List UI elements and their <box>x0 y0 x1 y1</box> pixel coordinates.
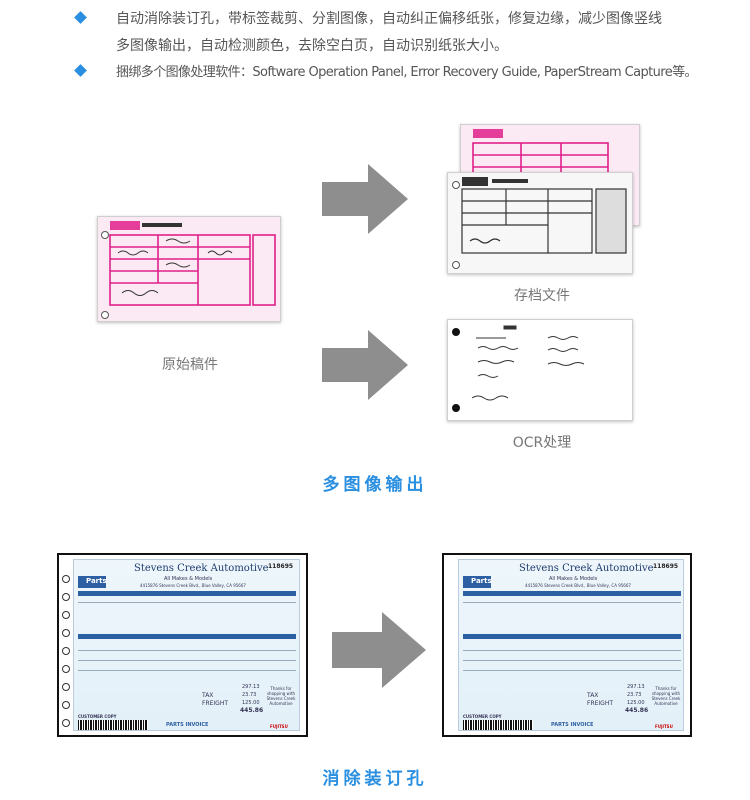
invoice-footer-center: PARTS INVOICE <box>551 722 594 728</box>
punch-hole-icon <box>62 647 70 655</box>
pink-form-graphic <box>109 221 276 306</box>
invoice-tax-label: TAX <box>587 692 599 699</box>
punch-hole-icon <box>62 683 70 691</box>
invoice-thanks: Thanks for shopping with Stevens Creek A… <box>651 686 681 706</box>
punch-hole-icon <box>452 261 460 269</box>
invoice-freight-label: FREIGHT <box>202 700 229 707</box>
invoice-total-1: 297.13 <box>242 684 260 690</box>
archive-grayscale-image <box>447 172 633 274</box>
archive-file-label: 存档文件 <box>514 288 570 304</box>
invoice-body: Parts Stevens Creek Automotive All Makes… <box>458 559 684 731</box>
invoice-freight-label: FREIGHT <box>587 700 614 707</box>
invoice-total-2: 23.73 <box>627 692 642 698</box>
fujitsu-logo: FUJITSU <box>270 724 288 729</box>
invoice-total-3: 125.00 <box>242 700 260 706</box>
invoice-thanks: Thanks for shopping with Stevens Creek A… <box>266 686 296 706</box>
barcode-icon <box>463 720 533 730</box>
bullet-2-line-1: 捆绑多个图像处理软件：Software Operation Panel, Err… <box>116 65 698 80</box>
invoice-rule <box>78 670 296 671</box>
punch-hole-icon <box>452 404 460 412</box>
punch-hole-icon <box>62 593 70 601</box>
invoice-footer-center: PARTS INVOICE <box>166 722 209 728</box>
punch-hole-icon <box>101 311 109 319</box>
invoice-rule <box>78 660 296 661</box>
invoice-total-4: 445.86 <box>625 707 649 714</box>
parts-logo <box>463 576 491 588</box>
invoice-total-3: 125.00 <box>627 700 645 706</box>
invoice-company: Stevens Creek Automotive <box>519 563 654 574</box>
ocr-text-graphic <box>471 325 585 401</box>
right-arrow-icon <box>322 164 408 234</box>
invoice-footer-left: CUSTOMER COPY <box>463 714 502 719</box>
original-document-label: 原始稿件 <box>162 357 218 373</box>
right-arrow-icon <box>332 612 426 688</box>
punch-hole-removal-title: 消除装订孔 <box>322 769 428 789</box>
invoice-header-bar <box>463 634 681 639</box>
right-arrow-icon <box>322 330 408 400</box>
invoice-total-4: 445.86 <box>240 707 264 714</box>
invoice-total-1: 297.13 <box>627 684 645 690</box>
invoice-subtitle: All Makes & Models <box>549 576 598 582</box>
punch-hole-icon <box>62 629 70 637</box>
bullet-1-line-1: 自动消除装订孔，带标签裁剪、分割图像，自动纠正偏移纸张，修复边缘，减少图像竖线 <box>116 11 662 27</box>
invoice-number: 118695 <box>653 563 679 570</box>
fujitsu-logo: FUJITSU <box>655 724 673 729</box>
punch-hole-icon <box>452 181 460 189</box>
punch-hole-icon <box>62 575 70 583</box>
punch-hole-icon <box>62 611 70 619</box>
bullet-1-line-2: 多图像输出，自动检测颜色，去除空白页，自动识别纸张大小。 <box>116 38 508 54</box>
invoice-subtitle: All Makes & Models <box>164 576 213 582</box>
original-document-image <box>97 216 281 322</box>
barcode-icon <box>78 720 148 730</box>
invoice-before-image: Parts Stevens Creek Automotive All Makes… <box>57 553 308 737</box>
invoice-rule <box>78 650 296 651</box>
invoice-rule <box>463 602 681 603</box>
invoice-footer-left: CUSTOMER COPY <box>78 714 117 719</box>
invoice-rule <box>463 670 681 671</box>
bullet-diamond-icon <box>74 64 87 77</box>
parts-logo-text: Parts <box>86 577 107 585</box>
bullet-diamond-icon <box>74 11 87 24</box>
multi-image-output-title: 多图像输出 <box>322 475 428 495</box>
invoice-address: 4415876 Stevens Creek Blvd., Blue Valley… <box>140 583 246 588</box>
invoice-after-image: Parts Stevens Creek Automotive All Makes… <box>442 553 692 737</box>
invoice-address: 4415876 Stevens Creek Blvd., Blue Valley… <box>525 583 631 588</box>
invoice-rule <box>463 650 681 651</box>
invoice-body: Parts Stevens Creek Automotive All Makes… <box>73 559 300 731</box>
punch-hole-icon <box>62 701 70 709</box>
invoice-header-bar <box>78 591 296 596</box>
invoice-total-2: 23.73 <box>242 692 257 698</box>
punch-hole-icon <box>62 665 70 673</box>
punch-hole-icon <box>62 719 70 727</box>
invoice-header-bar <box>78 634 296 639</box>
invoice-header-bar <box>463 591 681 596</box>
ocr-processing-label: OCR处理 <box>512 435 572 451</box>
invoice-company: Stevens Creek Automotive <box>134 563 269 574</box>
invoice-number: 118695 <box>268 563 294 570</box>
gray-form-graphic <box>461 177 627 254</box>
punch-hole-icon <box>101 231 109 239</box>
invoice-rule <box>463 660 681 661</box>
invoice-rule <box>78 602 296 603</box>
invoice-tax-label: TAX <box>202 692 214 699</box>
parts-logo-text: Parts <box>471 577 492 585</box>
ocr-document-image <box>447 319 633 421</box>
parts-logo <box>78 576 106 588</box>
punch-hole-icon <box>452 328 460 336</box>
